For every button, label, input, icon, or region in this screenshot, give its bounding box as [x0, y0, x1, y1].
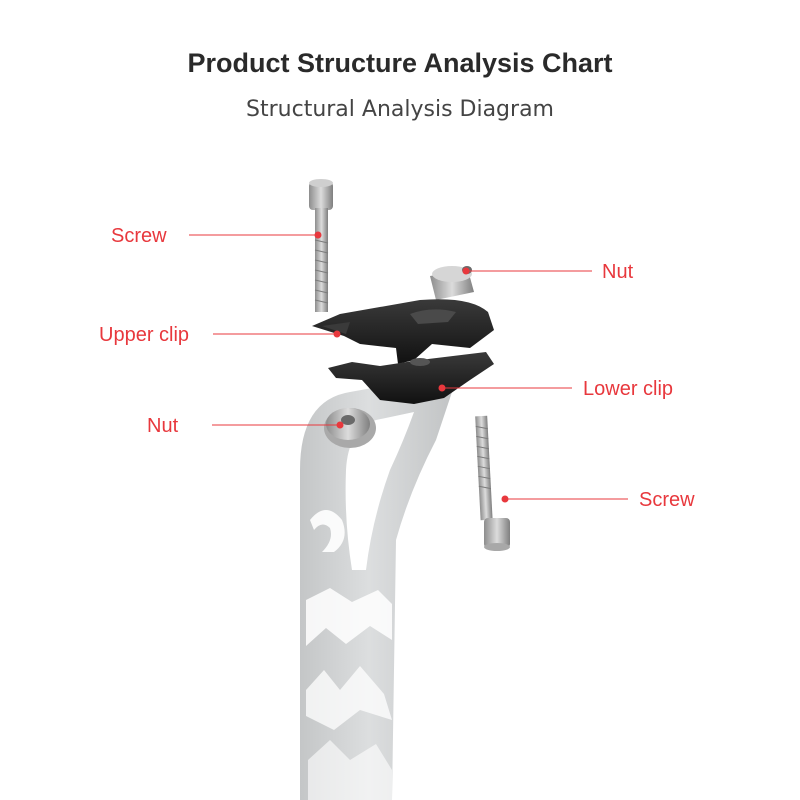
seatpost — [300, 375, 453, 800]
lower-clip-part — [328, 352, 494, 404]
right-screw-part — [475, 415, 510, 551]
callout-label-nut-top: Nut — [602, 261, 634, 283]
callout-label-nut-left: Nut — [147, 415, 179, 437]
callout-dot — [314, 231, 322, 239]
callout-dot — [336, 421, 344, 429]
post-nut-part — [324, 408, 376, 448]
page-subtitle: Structural Analysis Diagram — [246, 97, 554, 122]
callout-dots — [314, 231, 509, 503]
page-title: Product Structure Analysis Chart — [187, 48, 613, 78]
callout-label-screw-top: Screw — [111, 225, 167, 247]
callout-lines — [189, 234, 628, 500]
top-nut-part — [430, 266, 474, 300]
callout-label-lower-clip: Lower clip — [583, 378, 674, 400]
callout-dot — [333, 330, 341, 338]
upper-clip-part — [312, 299, 494, 364]
callout-dot — [438, 384, 446, 392]
callout-dot — [501, 495, 509, 503]
top-screw-part — [309, 179, 333, 312]
callout-dot — [462, 267, 470, 275]
callout-label-upper-clip: Upper clip — [99, 324, 190, 346]
callout-label-screw-right: Screw — [639, 489, 695, 511]
